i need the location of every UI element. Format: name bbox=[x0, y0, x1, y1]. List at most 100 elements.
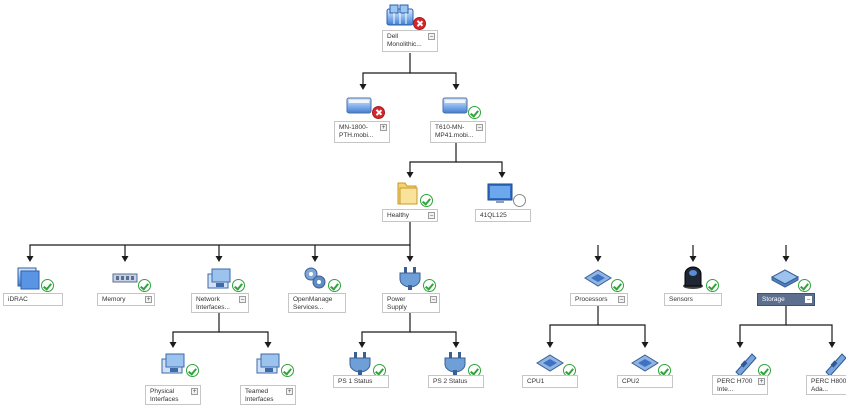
node-label-box[interactable]: Power Supply − bbox=[382, 293, 440, 313]
healthy-status-icon bbox=[41, 279, 54, 292]
node-label: Sensors bbox=[669, 296, 693, 303]
node-label: PERC H700 Inte... bbox=[717, 378, 753, 393]
expand-toggle[interactable]: + bbox=[380, 124, 387, 131]
node-label-box[interactable]: PS 2 Status bbox=[428, 375, 484, 388]
healthy-status-icon bbox=[468, 106, 481, 119]
node-label-box[interactable]: PERC H700 Inte... + bbox=[712, 375, 768, 395]
folder-icon bbox=[392, 180, 422, 206]
expand-toggle[interactable]: + bbox=[145, 296, 152, 303]
connector-line bbox=[172, 313, 220, 343]
sensor-icon bbox=[678, 265, 708, 291]
node-label: 41QL125 bbox=[480, 212, 507, 219]
node-label-box[interactable]: Physical Interfaces+ bbox=[145, 385, 201, 405]
node-label-box[interactable]: Healthy − bbox=[382, 209, 438, 222]
node-label-box[interactable]: Processors− bbox=[570, 293, 628, 306]
collapse-toggle[interactable]: − bbox=[428, 33, 435, 40]
connector-line bbox=[786, 324, 833, 343]
node-label-box[interactable]: MN-1800-PTH.mobi...+ bbox=[334, 121, 390, 143]
node-label: Healthy bbox=[387, 212, 410, 219]
node-label-box[interactable]: PS 1 Status bbox=[333, 375, 389, 388]
connector-arrow bbox=[452, 342, 460, 348]
healthy-status-icon bbox=[232, 279, 245, 292]
connector-arrow bbox=[311, 256, 319, 262]
node-label-box[interactable]: OpenManage Services... bbox=[288, 293, 346, 313]
server-module-icon bbox=[440, 92, 470, 118]
node-label-box[interactable]: Teamed Interfaces+ bbox=[240, 385, 296, 405]
connector-arrow bbox=[546, 342, 554, 348]
connector-arrow bbox=[26, 256, 34, 262]
collapse-toggle[interactable]: − bbox=[476, 124, 483, 131]
idrac-icon bbox=[13, 265, 43, 291]
node-label: OpenManage Services... bbox=[293, 296, 333, 311]
healthy-status-icon bbox=[281, 364, 294, 377]
node-label: PERC H800 Ada... bbox=[811, 378, 846, 393]
connector-arrow bbox=[498, 172, 506, 178]
connector-arrow bbox=[264, 342, 272, 348]
connector-arrow bbox=[594, 256, 602, 262]
connector-line bbox=[409, 143, 457, 173]
node-label-box[interactable]: PERC H800 Ada... bbox=[806, 375, 846, 395]
expand-toggle[interactable]: + bbox=[286, 388, 293, 395]
connector-arrow bbox=[215, 256, 223, 262]
collapse-toggle[interactable]: − bbox=[428, 212, 435, 219]
collapse-toggle[interactable]: − bbox=[430, 296, 437, 303]
node-label-box[interactable]: 41QL125 bbox=[475, 209, 531, 222]
openmanage-services-icon bbox=[300, 265, 330, 291]
raid-controller-icon bbox=[820, 350, 846, 377]
node-label: PS 1 Status bbox=[338, 378, 373, 385]
node-label-box[interactable]: Network Interfaces... − bbox=[191, 293, 249, 313]
node-label-box[interactable]: iDRAC bbox=[3, 293, 63, 306]
network-interfaces-icon bbox=[253, 350, 283, 376]
healthy-status-icon bbox=[420, 194, 433, 207]
connector-line bbox=[219, 331, 269, 343]
healthy-status-icon bbox=[611, 279, 624, 292]
connector-line bbox=[598, 324, 646, 343]
healthy-status-icon bbox=[186, 364, 199, 377]
collapse-toggle[interactable]: − bbox=[239, 296, 246, 303]
collapse-toggle[interactable]: − bbox=[805, 296, 812, 303]
node-label: iDRAC bbox=[8, 296, 28, 303]
connector-arrow bbox=[782, 256, 790, 262]
node-label-box[interactable]: CPU2 bbox=[617, 375, 673, 388]
processor-icon bbox=[583, 265, 613, 291]
node-label-box[interactable]: Sensors bbox=[664, 293, 722, 306]
network-interfaces-icon bbox=[204, 265, 234, 291]
expand-toggle[interactable]: + bbox=[758, 378, 765, 385]
node-label: Dell Monolithic... bbox=[387, 33, 422, 48]
node-label-box[interactable]: CPU1 bbox=[522, 375, 578, 388]
critical-status-icon bbox=[413, 17, 426, 30]
expand-toggle[interactable]: + bbox=[191, 388, 198, 395]
collapse-toggle[interactable]: − bbox=[618, 296, 625, 303]
monitor-icon bbox=[485, 180, 515, 206]
raid-controller-icon bbox=[730, 350, 760, 377]
connector-line bbox=[410, 331, 457, 343]
server-module-icon bbox=[344, 92, 374, 118]
connector-arrow bbox=[406, 172, 414, 178]
node-label: Network Interfaces... bbox=[196, 296, 230, 311]
connector-arrow bbox=[452, 84, 460, 90]
connector-line bbox=[739, 306, 787, 343]
power-plug-icon bbox=[345, 350, 375, 376]
healthy-status-icon bbox=[423, 279, 436, 292]
connector-arrow bbox=[736, 342, 744, 348]
connector-arrow bbox=[828, 342, 836, 348]
node-label-box[interactable]: Dell Monolithic...− bbox=[382, 30, 438, 52]
connector-arrow bbox=[169, 342, 177, 348]
connector-arrow bbox=[641, 342, 649, 348]
critical-status-icon bbox=[372, 106, 385, 119]
healthy-status-icon bbox=[328, 279, 341, 292]
connector-line bbox=[361, 313, 411, 343]
healthy-status-icon bbox=[138, 279, 151, 292]
processor-icon bbox=[630, 350, 660, 376]
node-label: Storage bbox=[762, 296, 785, 303]
connector-arrow bbox=[689, 256, 697, 262]
dell-modular-chassis-icon bbox=[385, 3, 415, 29]
node-label: Power Supply bbox=[387, 296, 407, 311]
node-label-box[interactable]: T610-MN-MP41.mobi...− bbox=[430, 121, 486, 143]
healthy-status-icon bbox=[706, 279, 719, 292]
connector-line bbox=[362, 53, 411, 85]
node-label-box[interactable]: Memory+ bbox=[97, 293, 155, 306]
node-label-box[interactable]: Storage − bbox=[757, 293, 815, 306]
unknown-status-icon bbox=[513, 194, 526, 207]
memory-icon bbox=[110, 265, 140, 291]
